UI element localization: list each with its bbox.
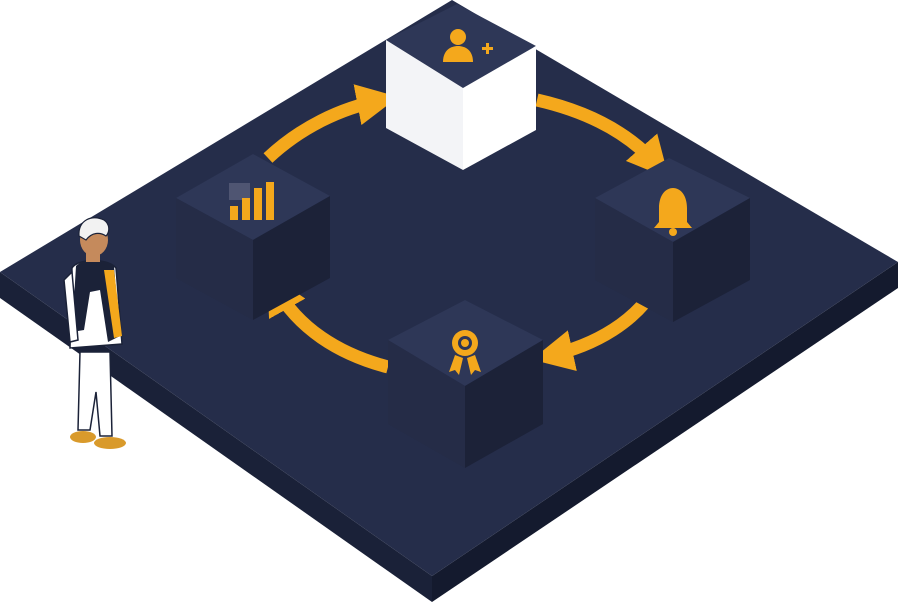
cube-right <box>465 340 543 468</box>
node-notification <box>595 158 750 322</box>
person-figure <box>63 217 126 449</box>
person-accent-stripe <box>104 270 122 338</box>
cube-left <box>386 40 463 170</box>
cube-left <box>176 198 253 320</box>
cube-left <box>595 198 673 322</box>
arrow-analytics-to-add-user <box>263 84 399 163</box>
person-shoe-left <box>70 431 96 443</box>
cube-left <box>388 340 465 468</box>
award-badge-icon <box>449 330 481 375</box>
cube-right <box>673 198 750 322</box>
cube-top <box>176 154 330 240</box>
user-plus-icon <box>443 29 493 62</box>
platform-side-right <box>432 262 898 602</box>
cube-right <box>253 196 330 320</box>
person-hair <box>78 217 110 241</box>
cube-top <box>386 4 536 88</box>
bell-icon <box>654 188 692 236</box>
arrow-add-user-to-notification <box>535 93 669 179</box>
node-analytics <box>176 154 330 320</box>
person-arm <box>63 270 79 343</box>
person-legs <box>77 351 113 437</box>
bar-chart-icon <box>229 182 274 220</box>
node-award <box>388 300 543 468</box>
node-add-user <box>386 4 536 170</box>
cube-right <box>463 46 536 170</box>
platform-top <box>0 0 898 576</box>
person-shoe-right <box>94 437 126 449</box>
